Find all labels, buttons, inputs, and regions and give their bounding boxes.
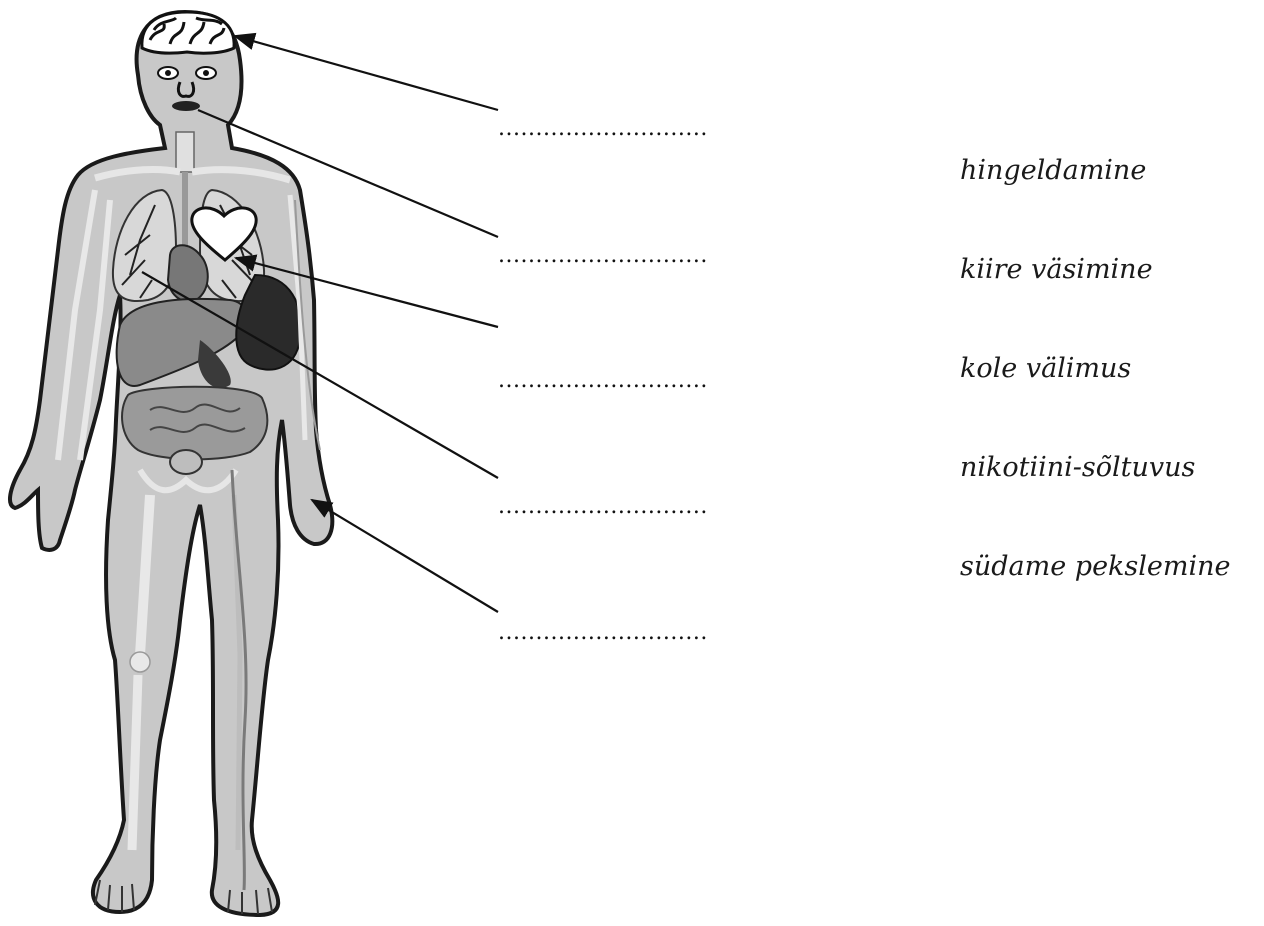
- trachea: [176, 132, 194, 172]
- word-bank-item: hingeldamine: [960, 155, 1146, 186]
- answer-blank-3[interactable]: ............................: [498, 368, 708, 393]
- pointer-line-hand: [312, 500, 498, 612]
- answer-blank-5[interactable]: ............................: [498, 620, 708, 645]
- bladder: [170, 450, 202, 474]
- word-bank-item: nikotiini-sõltuvus: [960, 452, 1195, 483]
- answer-blank-2[interactable]: ............................: [498, 243, 708, 268]
- word-bank-item: kiire väsimine: [960, 254, 1153, 285]
- answer-blank-1[interactable]: ............................: [498, 116, 708, 141]
- word-bank-item: kole välimus: [960, 353, 1131, 384]
- intestines: [122, 387, 267, 460]
- brain-icon: [142, 12, 234, 53]
- word-bank-item: südame pekslemine: [960, 551, 1231, 582]
- answer-blank-4[interactable]: ............................: [498, 494, 708, 519]
- pointer-line-brain: [235, 36, 498, 110]
